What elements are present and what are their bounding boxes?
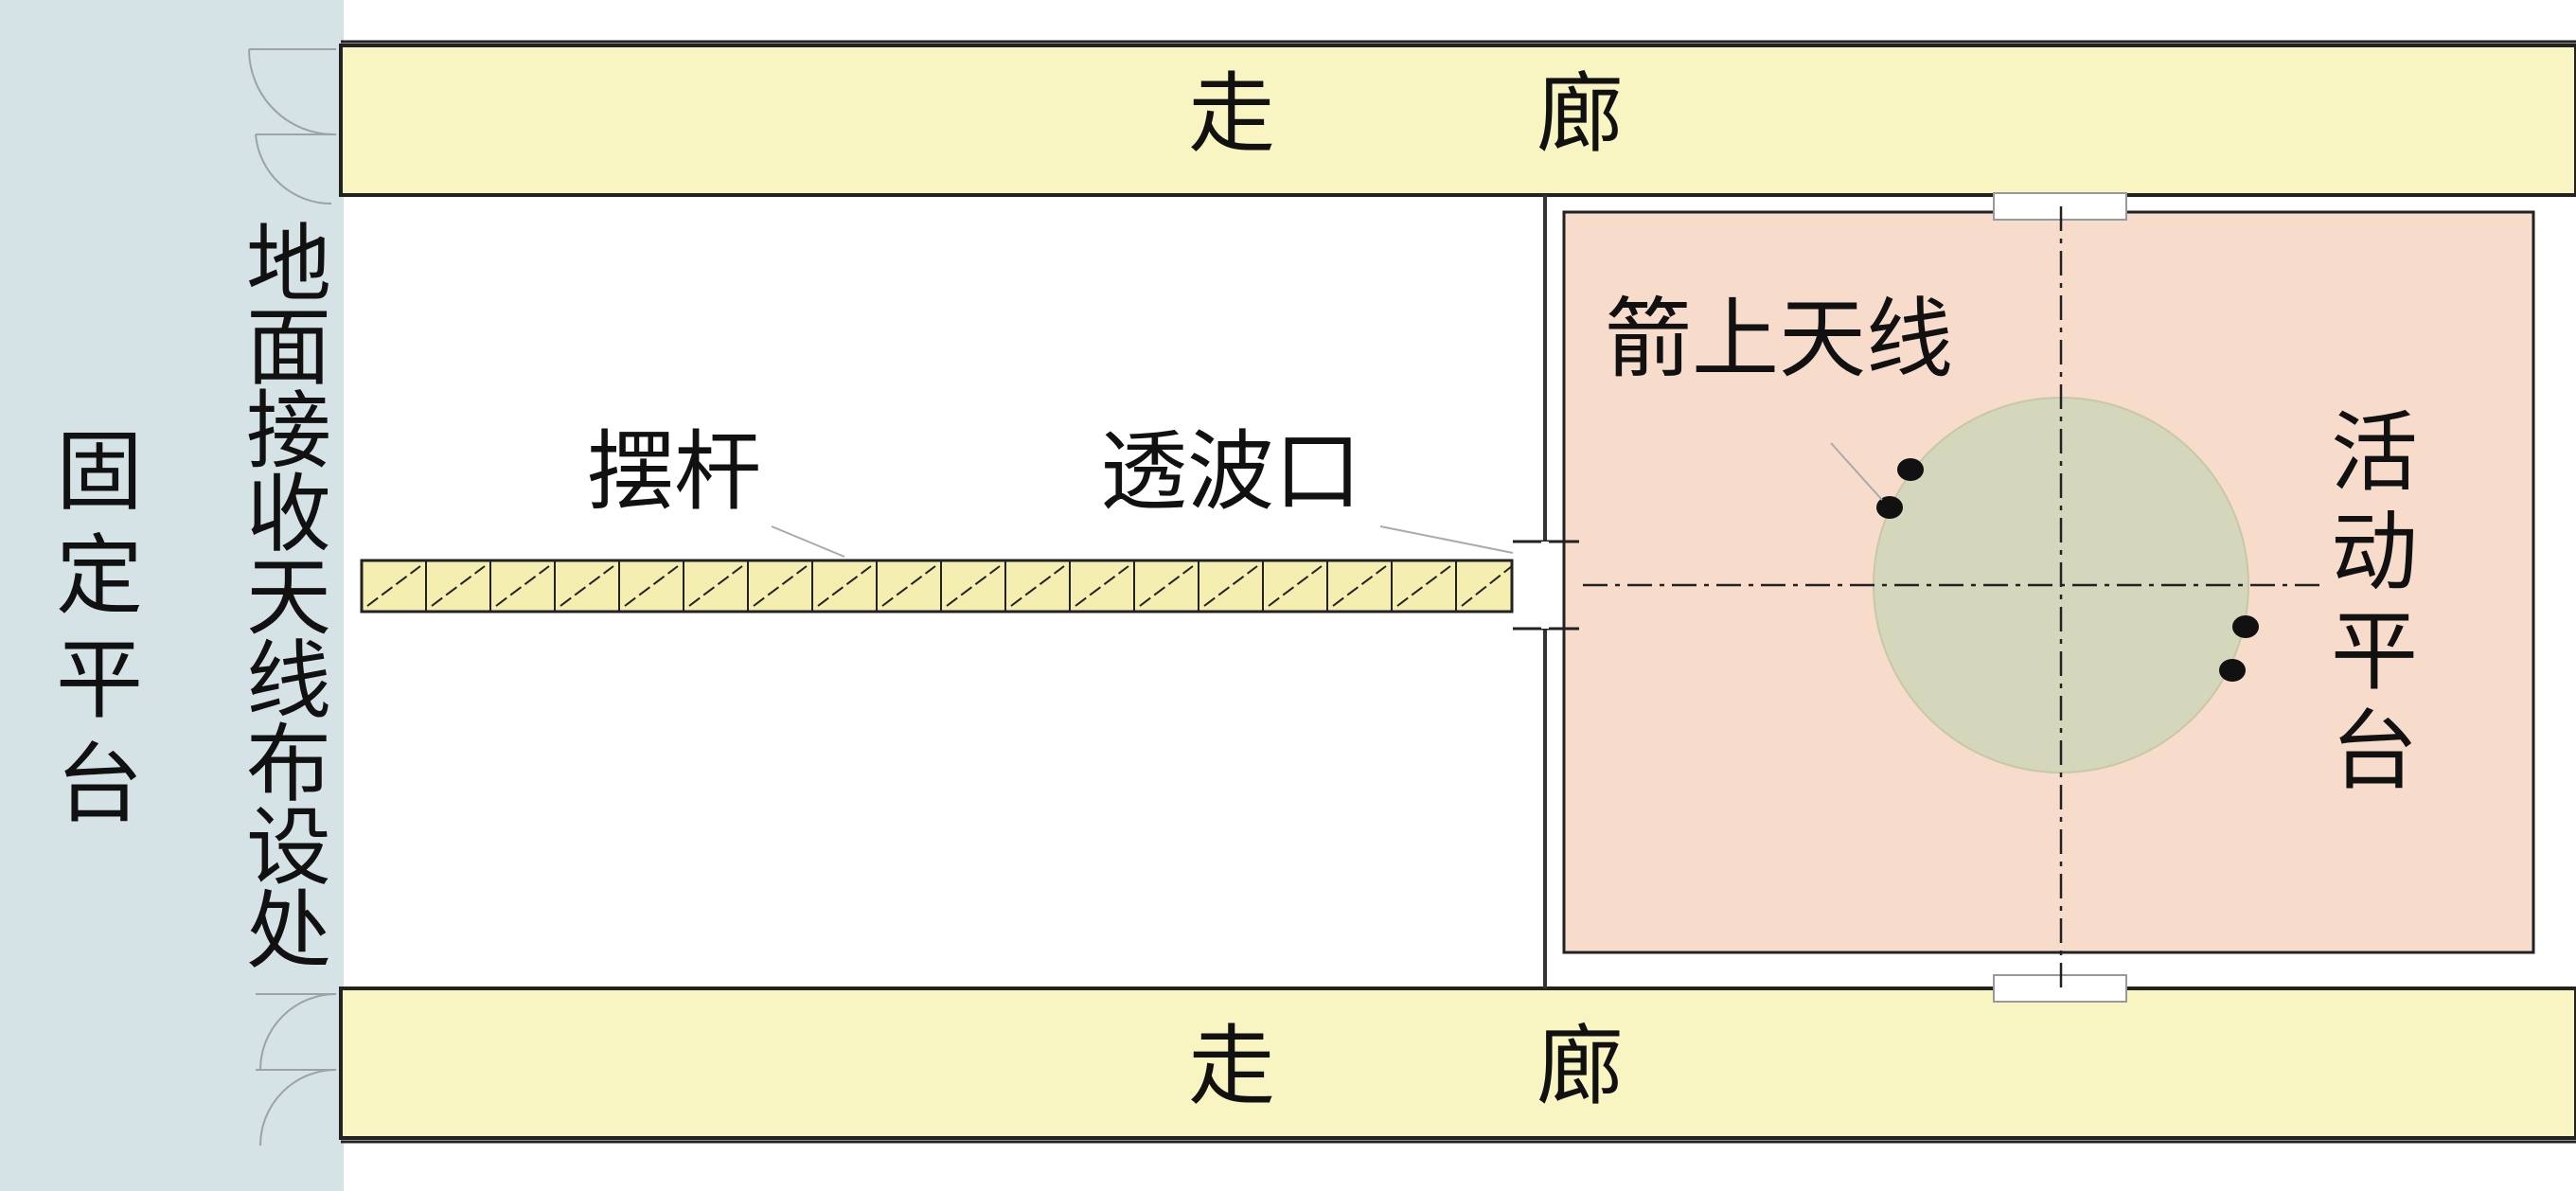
svg-text:平: 平	[56, 630, 143, 731]
corridor-bottom	[339, 987, 2576, 1140]
svg-text:地: 地	[246, 215, 331, 314]
ground-antenna-label: 地 面 接 收 天 线 布 设 处	[246, 215, 331, 981]
svg-text:固: 固	[56, 421, 143, 523]
svg-text:接: 接	[246, 382, 331, 481]
svg-text:平: 平	[2331, 601, 2418, 702]
rocket-antenna-dot	[1897, 458, 1924, 481]
svg-text:台: 台	[2331, 701, 2418, 802]
svg-text:设: 设	[246, 798, 331, 898]
corridor-top	[339, 44, 2576, 197]
svg-text:天: 天	[246, 548, 331, 648]
swing-arm-leader	[771, 525, 845, 558]
svg-text:面: 面	[246, 298, 331, 398]
swing-arm-truss	[366, 560, 1513, 612]
svg-text:动: 动	[2331, 502, 2418, 603]
corridor-top-label: 走 廊	[1188, 63, 1624, 165]
swing-arm-label: 摆杆	[587, 421, 761, 523]
door-arcs-bottom	[256, 993, 337, 1147]
svg-text:收: 收	[246, 465, 331, 564]
fixed-platform-label: 固 定 平 台	[56, 421, 143, 835]
corridor-bottom-label: 走 廊	[1188, 1016, 1624, 1117]
svg-text:台: 台	[56, 734, 143, 835]
wave-window-label: 透波口	[1100, 421, 1361, 523]
svg-text:活: 活	[2331, 402, 2418, 504]
rocket-antenna-dot	[2232, 615, 2259, 638]
svg-text:定: 定	[56, 525, 143, 627]
rocket-antenna-dot	[2219, 659, 2246, 682]
svg-text:处: 处	[246, 881, 331, 981]
svg-text:布: 布	[246, 715, 331, 814]
movable-platform-label: 活 动 平 台	[2331, 402, 2418, 802]
door-arcs-top	[248, 48, 336, 205]
rocket-antenna-dot	[1876, 496, 1903, 519]
wave-window	[1513, 540, 1579, 631]
svg-text:线: 线	[246, 631, 331, 731]
wave-window-leader	[1379, 525, 1514, 554]
rocket-antenna-label: 箭上天线	[1605, 289, 1953, 390]
fixed-platform-area	[0, 0, 344, 1191]
swing-arm	[360, 559, 1514, 613]
rocket-antenna-leader	[1830, 442, 1883, 501]
